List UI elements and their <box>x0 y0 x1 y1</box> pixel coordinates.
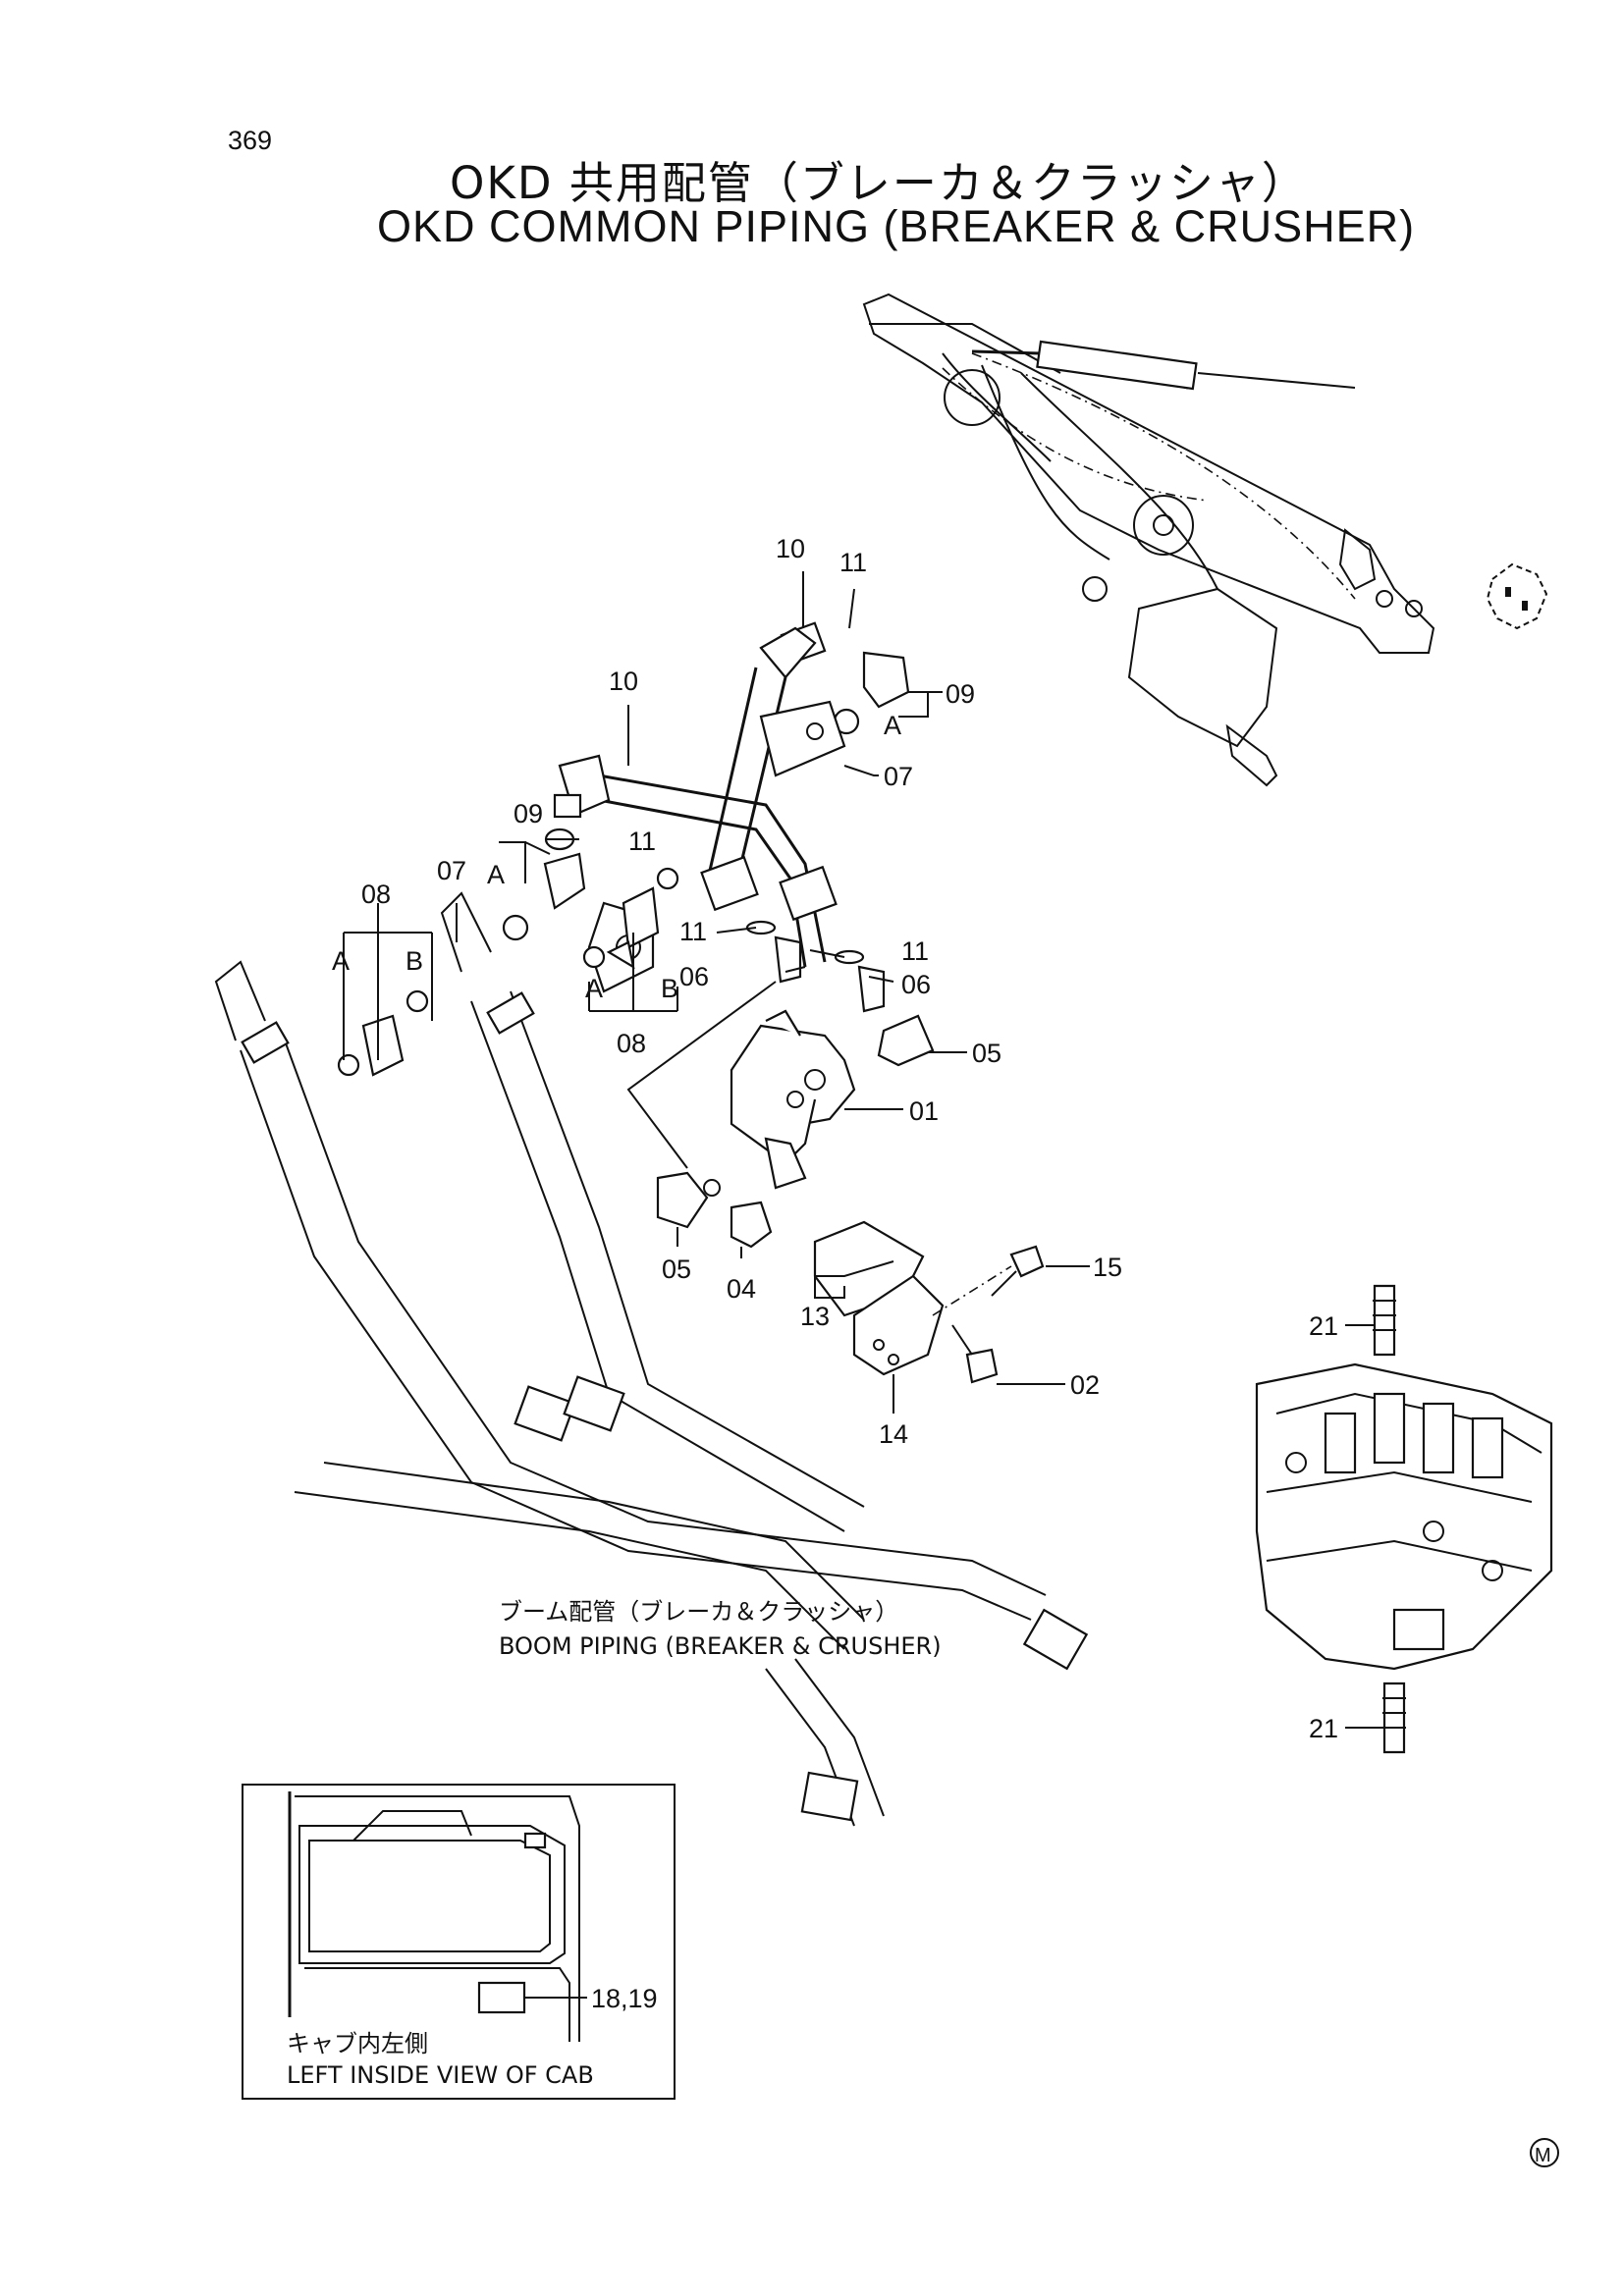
m-mark: M <box>1530 2138 1559 2167</box>
callout-11: 11 <box>628 827 656 856</box>
cab-caption-japanese: キャブ内左側 <box>287 2030 428 2057</box>
callout-18-19: 18,19 <box>591 1984 658 2013</box>
port-letters: A A B A B A <box>332 711 901 1003</box>
callout-05: 05 <box>972 1039 1001 1068</box>
machine-location-icon <box>1486 562 1548 630</box>
callout-08: 08 <box>617 1029 646 1058</box>
callout-21: 21 <box>1309 1714 1338 1743</box>
callout-01: 01 <box>909 1096 939 1126</box>
callout-09: 09 <box>514 799 543 828</box>
port-letter-a: A <box>332 946 350 976</box>
callout-13: 13 <box>800 1302 830 1331</box>
hose-10-upper <box>705 621 827 884</box>
callout-05: 05 <box>662 1255 691 1284</box>
excavator-boom-illustration <box>862 293 1435 787</box>
cab-inset <box>242 1784 676 2100</box>
port-letter-a: A <box>487 860 505 889</box>
callout-21: 21 <box>1309 1311 1338 1341</box>
callout-10: 10 <box>609 667 638 696</box>
port-letter-a: A <box>585 974 603 1003</box>
port-letter-b: B <box>406 946 423 976</box>
cab-caption-english: LEFT INSIDE VIEW OF CAB <box>287 2061 594 2089</box>
m-mark-letter: M <box>1535 2145 1551 2166</box>
callout-06: 06 <box>901 970 931 999</box>
pilot-valve <box>626 981 856 1190</box>
title-japanese: OKD 共用配管（ブレーカ＆クラッシャ） <box>450 157 1308 209</box>
fittings <box>337 651 935 1077</box>
boom-piping <box>214 891 1089 1827</box>
callout-11: 11 <box>901 936 929 966</box>
control-valve-block <box>1255 1284 1553 1754</box>
boom-caption-english: BOOM PIPING (BREAKER & CRUSHER) <box>499 1632 942 1660</box>
callout-07: 07 <box>437 856 466 885</box>
callout-15: 15 <box>1093 1253 1122 1282</box>
callout-10: 10 <box>776 534 805 563</box>
callout-08: 08 <box>361 880 391 909</box>
brackets-13-14 <box>813 1220 945 1376</box>
callout-11: 11 <box>839 548 867 577</box>
fitting-05-lower <box>656 1171 721 1229</box>
title-english: OKD COMMON PIPING (BREAKER & CRUSHER) <box>377 201 1416 251</box>
callout-labels: 10 11 10 09 07 09 11 07 08 11 11 06 06 0… <box>361 534 1338 2013</box>
callout-04: 04 <box>727 1274 756 1304</box>
bolts-02-15 <box>932 1245 1045 1384</box>
port-letter-a: A <box>884 711 901 740</box>
leader-lines <box>343 571 1384 1999</box>
callout-11: 11 <box>679 917 707 946</box>
hose-10-lower <box>553 754 827 968</box>
plug-04 <box>730 1201 773 1249</box>
callout-09: 09 <box>946 679 975 709</box>
callout-06: 06 <box>679 962 709 991</box>
callout-07: 07 <box>884 762 913 791</box>
callout-02: 02 <box>1070 1370 1100 1400</box>
port-letter-b: B <box>661 974 678 1003</box>
page-number: 369 <box>228 126 273 155</box>
boom-caption-japanese: ブーム配管（ブレーカ＆クラッシャ） <box>499 1598 898 1626</box>
callout-14: 14 <box>879 1419 908 1449</box>
